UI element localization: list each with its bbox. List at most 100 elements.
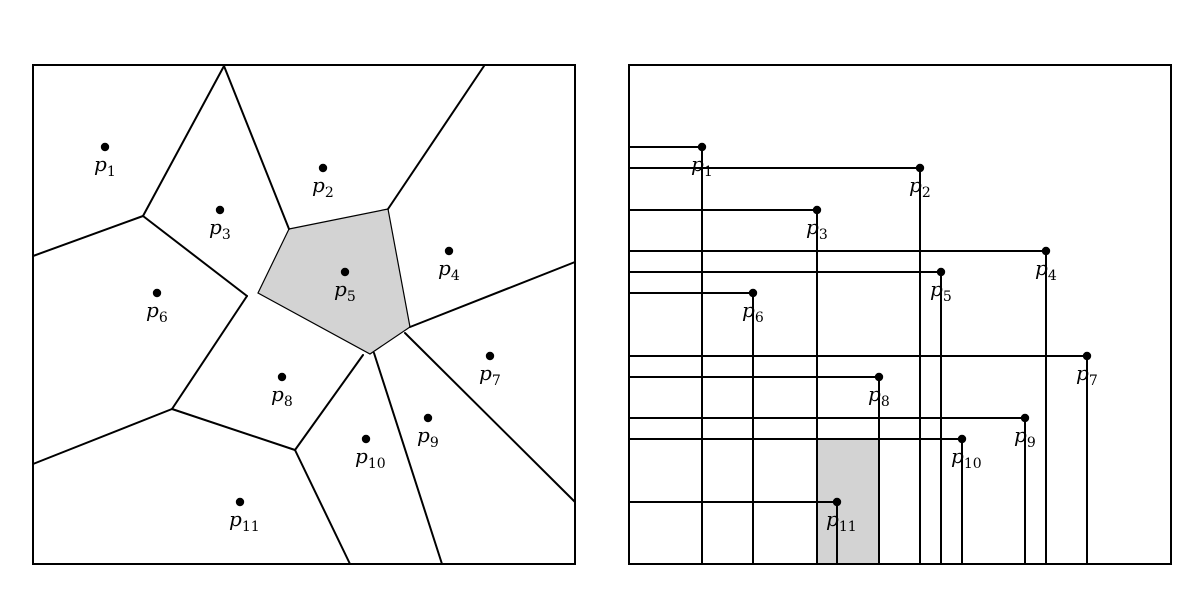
dominance-site: p8 bbox=[868, 372, 890, 410]
dominance-lines bbox=[628, 146, 1088, 565]
site-subscript: 1 bbox=[704, 164, 713, 180]
site-subscript: 5 bbox=[943, 289, 952, 305]
voronoi-edge bbox=[32, 215, 144, 257]
voronoi-edge bbox=[32, 408, 173, 465]
voronoi-site-label: p9 bbox=[417, 423, 439, 451]
voronoi-site-dot bbox=[444, 246, 454, 256]
voronoi-site: p8 bbox=[271, 372, 293, 410]
dominance-site-label: p7 bbox=[1076, 361, 1098, 389]
site-letter: p bbox=[909, 173, 922, 197]
voronoi-site-label: p8 bbox=[271, 382, 293, 410]
site-subscript: 4 bbox=[451, 268, 460, 284]
voronoi-edge bbox=[409, 261, 576, 328]
voronoi-edge bbox=[223, 65, 290, 230]
site-subscript: 9 bbox=[430, 435, 439, 451]
dominance-site-dot bbox=[915, 163, 925, 173]
voronoi-edge bbox=[171, 295, 248, 410]
dominance-site-label: p8 bbox=[868, 382, 890, 410]
dominance-site-dot bbox=[812, 205, 822, 215]
site-subscript: 7 bbox=[1089, 373, 1098, 389]
voronoi-site-dot bbox=[485, 351, 495, 361]
voronoi-site-label: p10 bbox=[355, 444, 386, 472]
site-letter: p bbox=[312, 173, 325, 197]
site-letter: p bbox=[438, 256, 451, 280]
dominance-site: p6 bbox=[742, 288, 764, 326]
dominance-site-label: p10 bbox=[951, 444, 982, 472]
voronoi-site: p2 bbox=[312, 163, 334, 201]
site-letter: p bbox=[930, 277, 943, 301]
voronoi-site-dot bbox=[340, 267, 350, 277]
dominance-site-dot bbox=[832, 497, 842, 507]
voronoi-site-label: p2 bbox=[312, 173, 334, 201]
site-letter: p bbox=[94, 152, 107, 176]
site-subscript: 8 bbox=[284, 394, 293, 410]
site-letter: p bbox=[229, 507, 242, 531]
dominance-site-dot bbox=[957, 434, 967, 444]
voronoi-site-label: p7 bbox=[479, 361, 501, 389]
dominance-frame bbox=[628, 64, 1172, 565]
voronoi-frame bbox=[32, 64, 576, 565]
site-letter: p bbox=[1076, 361, 1089, 385]
site-subscript: 10 bbox=[964, 456, 982, 472]
site-letter: p bbox=[951, 444, 964, 468]
voronoi-site: p4 bbox=[438, 246, 460, 284]
voronoi-edge bbox=[142, 65, 225, 217]
dominance-site-label: p3 bbox=[806, 215, 828, 243]
site-subscript: 8 bbox=[881, 394, 890, 410]
voronoi-site: p10 bbox=[355, 434, 386, 472]
site-letter: p bbox=[479, 361, 492, 385]
dominance-site-dot bbox=[874, 372, 884, 382]
site-subscript: 5 bbox=[347, 289, 356, 305]
voronoi-site-dot bbox=[215, 205, 225, 215]
voronoi-site-label: p6 bbox=[146, 298, 168, 326]
site-letter: p bbox=[334, 277, 347, 301]
dominance-site-label: p9 bbox=[1014, 423, 1036, 451]
site-letter: p bbox=[355, 444, 368, 468]
voronoi-site-dot bbox=[235, 497, 245, 507]
voronoi-site-dot bbox=[152, 288, 162, 298]
voronoi-site-dot bbox=[277, 372, 287, 382]
voronoi-site-label: p5 bbox=[334, 277, 356, 305]
voronoi-edges bbox=[32, 65, 576, 565]
dominance-site-dot bbox=[1041, 246, 1051, 256]
site-subscript: 11 bbox=[242, 519, 260, 535]
dominance-site: p10 bbox=[951, 434, 982, 472]
dominance-site-dot bbox=[936, 267, 946, 277]
dominance-site: p3 bbox=[806, 205, 828, 243]
dominance-site: p2 bbox=[909, 163, 931, 201]
site-letter: p bbox=[826, 507, 839, 531]
voronoi-site-dot bbox=[318, 163, 328, 173]
voronoi-site-dot bbox=[100, 142, 110, 152]
voronoi-site-dot bbox=[361, 434, 371, 444]
voronoi-site: p6 bbox=[146, 288, 168, 326]
site-subscript: 2 bbox=[922, 185, 931, 201]
dominance-site: p7 bbox=[1076, 351, 1098, 389]
voronoi-edge bbox=[142, 215, 248, 297]
site-subscript: 6 bbox=[159, 310, 168, 326]
dominance-site-label: p2 bbox=[909, 173, 931, 201]
site-subscript: 9 bbox=[1027, 435, 1036, 451]
voronoi-edge bbox=[294, 354, 364, 451]
dominance-site-dot bbox=[1082, 351, 1092, 361]
dominance-site: p9 bbox=[1014, 413, 1036, 451]
site-letter: p bbox=[742, 298, 755, 322]
voronoi-site: p1 bbox=[94, 142, 116, 180]
dominance-site-label: p11 bbox=[826, 507, 857, 535]
site-letter: p bbox=[691, 152, 704, 176]
site-letter: p bbox=[1014, 423, 1027, 447]
dominance-site-label: p1 bbox=[691, 152, 713, 180]
site-subscript: 11 bbox=[839, 519, 857, 535]
voronoi-site-label: p4 bbox=[438, 256, 460, 284]
site-subscript: 3 bbox=[222, 227, 231, 243]
dominance-site-dot bbox=[748, 288, 758, 298]
voronoi-site-label: p11 bbox=[229, 507, 260, 535]
site-letter: p bbox=[417, 423, 430, 447]
voronoi-edge bbox=[171, 408, 296, 451]
voronoi-edge bbox=[404, 332, 576, 503]
voronoi-site-dot bbox=[423, 413, 433, 423]
